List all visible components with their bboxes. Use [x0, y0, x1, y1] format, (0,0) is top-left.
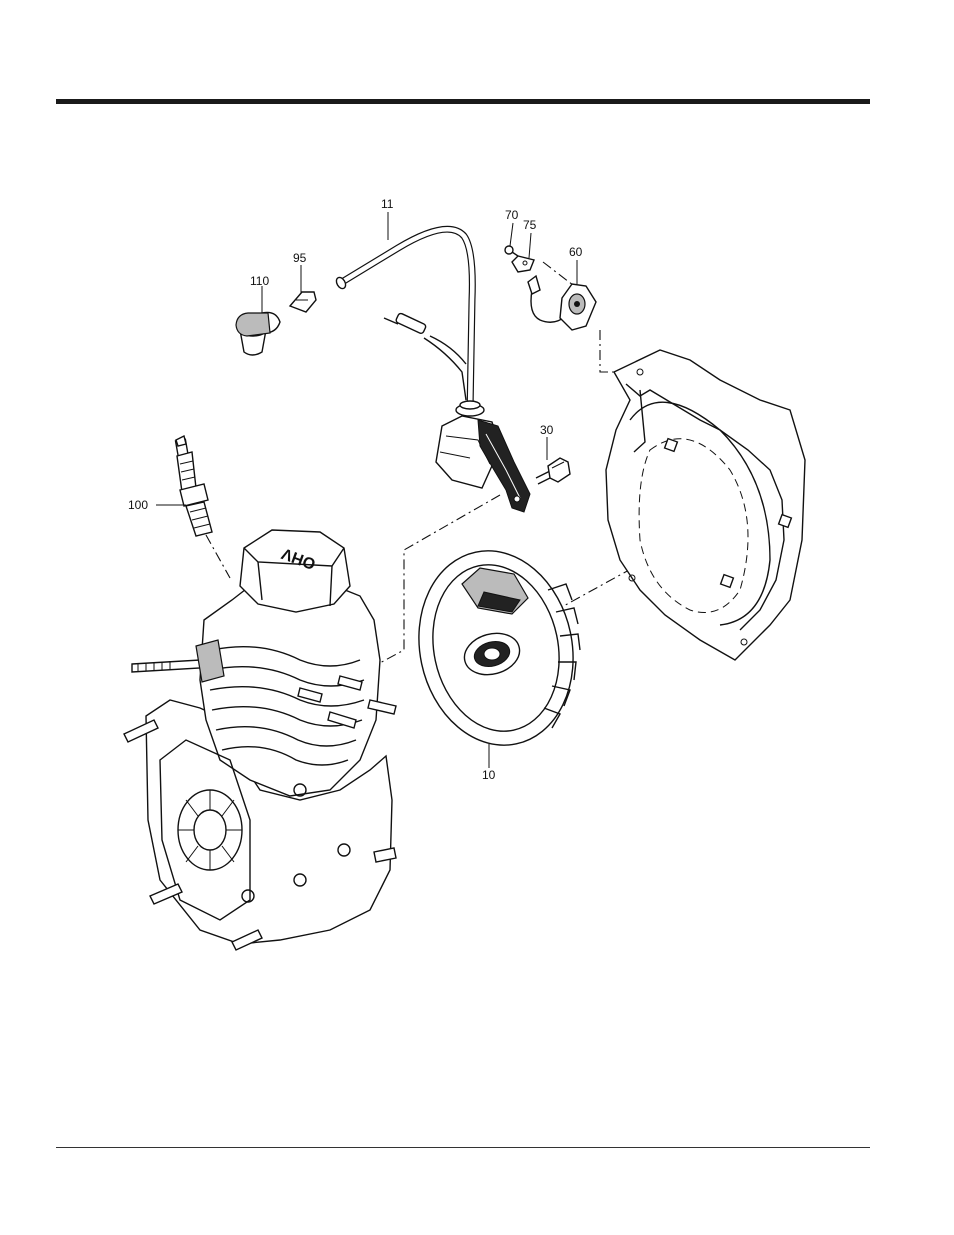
ignition-coil [335, 229, 530, 512]
spark-plug-boot [236, 312, 280, 355]
callout-11: 11 [381, 197, 394, 211]
stop-switch [528, 276, 596, 330]
callout-leader-75 [529, 233, 531, 258]
coil-mounting-screw [536, 458, 570, 484]
spark-plug [176, 436, 212, 536]
callout-70: 70 [505, 208, 519, 222]
callout-95: 95 [293, 251, 307, 265]
engine-block: OHV [124, 530, 396, 950]
callout-75: 75 [523, 218, 537, 232]
callout-10: 10 [482, 768, 496, 782]
small-screw [505, 246, 518, 256]
wire-clip [290, 292, 316, 312]
callout-100: 100 [128, 498, 148, 512]
blower-housing [606, 350, 805, 660]
callout-110: 110 [250, 274, 269, 288]
wire-clamp [512, 256, 534, 272]
callout-leader-70 [510, 223, 513, 246]
callout-60: 60 [569, 245, 583, 259]
callout-30: 30 [540, 423, 554, 437]
flywheel [401, 536, 590, 759]
